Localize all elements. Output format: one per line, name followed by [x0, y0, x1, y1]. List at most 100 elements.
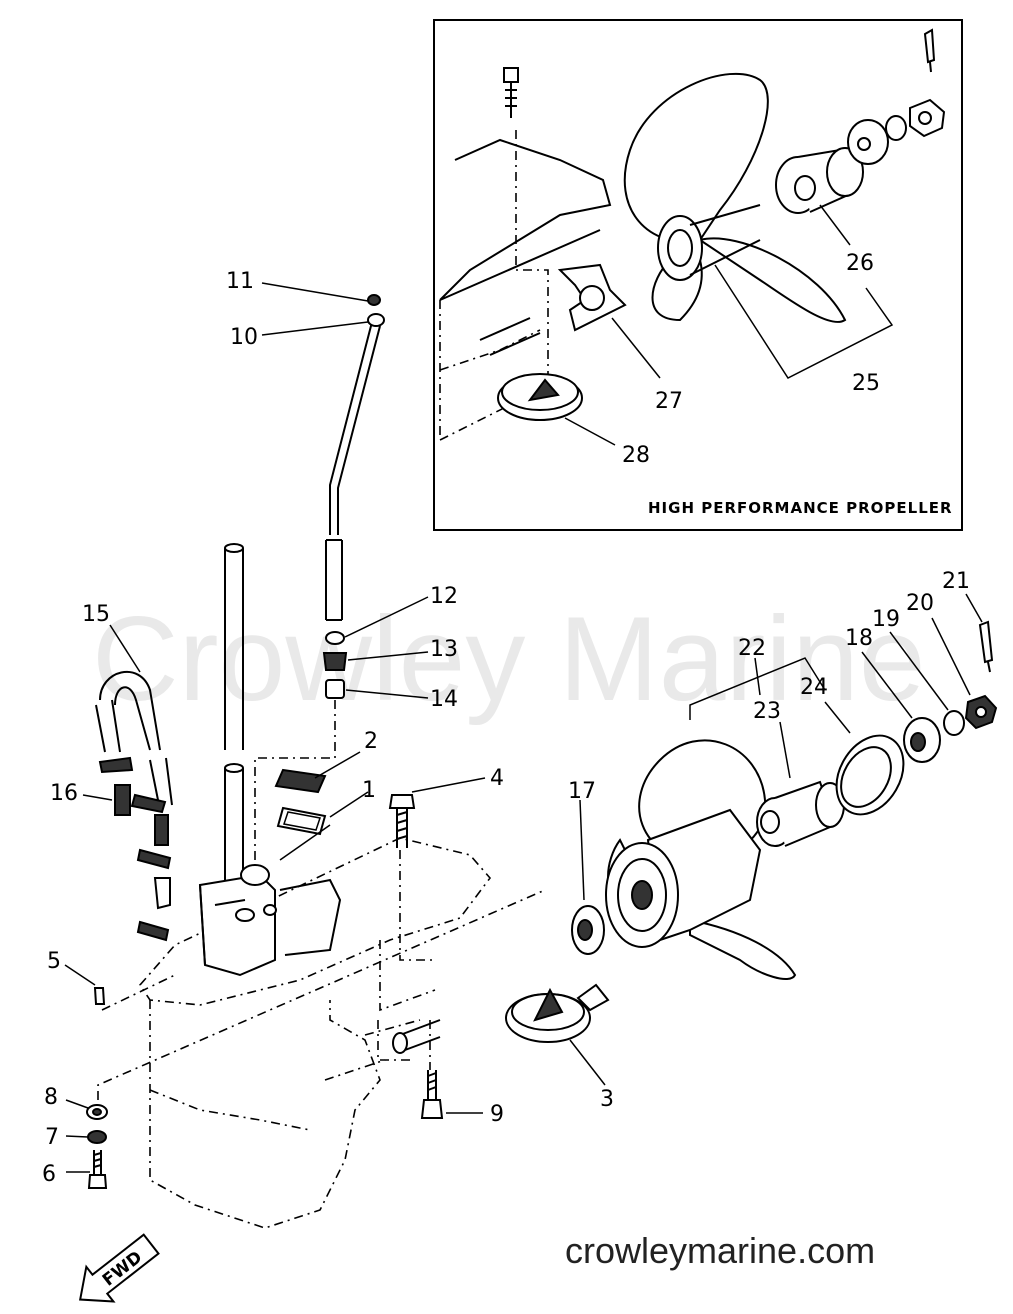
leader-12: [344, 596, 429, 638]
label-9: 9: [490, 1102, 504, 1127]
label-3: 3: [600, 1087, 614, 1112]
shift-rod: [325, 294, 385, 621]
leader-14: [345, 689, 429, 699]
part-1-cover: [276, 806, 327, 836]
inset-propeller: [623, 72, 847, 323]
label-19: 19: [872, 607, 900, 632]
label-18: 18: [845, 626, 873, 651]
part-13-grommet: [322, 652, 348, 671]
leader-1: [329, 791, 369, 818]
main-propeller: [605, 739, 797, 980]
label-13: 13: [430, 637, 458, 662]
label-11: 11: [226, 269, 254, 294]
leader-27: [611, 317, 661, 379]
leader-24: [824, 701, 851, 734]
leader-16: [82, 794, 113, 801]
inset-gearcase: [439, 138, 612, 301]
leader-26: [819, 204, 851, 246]
website-text: crowleymarine.com: [565, 1230, 875, 1271]
part-12-washer: [325, 631, 345, 645]
label-6: 6: [42, 1162, 56, 1187]
part-14-collar: [325, 679, 345, 699]
label-22: 22: [738, 636, 766, 661]
label-28: 28: [622, 443, 650, 468]
inset-shaft: [479, 317, 541, 356]
part-5-pin: [93, 987, 106, 1005]
leader-7: [65, 1135, 89, 1138]
inset-caption: HIGH PERFORMANCE PROPELLER: [648, 499, 953, 517]
inset-spacer: [775, 147, 864, 214]
inset-frame: [433, 19, 963, 531]
part-8-washer-hole: [92, 1108, 102, 1116]
water-pump-housing: [198, 864, 342, 977]
label-24: 24: [800, 675, 828, 700]
hose-clamps: [98, 756, 172, 942]
part-18-washer: [903, 717, 941, 763]
leader-21: [965, 593, 983, 623]
leader-23: [779, 721, 791, 779]
label-7: 7: [45, 1125, 59, 1150]
label-12: 12: [430, 584, 458, 609]
leader-15: [109, 624, 141, 673]
inset-washer-small: [885, 115, 907, 141]
part-17-thrust-washer: [571, 905, 605, 955]
part-4-bolt: [388, 794, 416, 848]
leader-5: [64, 964, 96, 986]
label-14: 14: [430, 687, 458, 712]
part-20-nut: [964, 694, 998, 730]
label-27: 27: [655, 389, 683, 414]
label-15: 15: [82, 602, 110, 627]
leader-10: [261, 321, 369, 336]
label-4: 4: [490, 766, 504, 791]
inset-washer-large: [847, 119, 889, 165]
leader-8: [65, 1099, 89, 1109]
leader-22: [754, 657, 761, 696]
shift-guide-line: [254, 700, 336, 865]
label-5: 5: [47, 949, 61, 974]
label-2: 2: [364, 729, 378, 754]
leader-3: [569, 1039, 606, 1086]
inset-trim-tab: [497, 373, 583, 421]
leader-20: [931, 617, 971, 696]
label-25: 25: [852, 371, 880, 396]
inset-bolt: [503, 67, 519, 118]
high-performance-propeller-inset: 25 26 27 28 HIGH PERFORMANCE PROPELLER: [433, 19, 963, 531]
fwd-arrow: FWD: [78, 1233, 160, 1303]
leader-2: [314, 751, 361, 779]
leader-17: [579, 799, 585, 901]
inset-gearcase-body: [439, 300, 541, 441]
part-3-trim-tab: [505, 983, 610, 1043]
leader-4: [411, 777, 486, 793]
label-17: 17: [568, 779, 596, 804]
part-19-washer: [943, 710, 965, 736]
part-2-seal: [274, 768, 327, 794]
label-26: 26: [846, 251, 874, 276]
leader-18: [861, 651, 913, 719]
part-6-bolt: [87, 1150, 108, 1189]
inset-nut: [909, 98, 946, 138]
leader-28: [564, 417, 616, 446]
inset-bolt-guide: [515, 130, 549, 380]
leader-1-pump: [279, 824, 331, 861]
inset-cotter-pin: [923, 28, 936, 73]
lower-gearcase: [138, 837, 492, 1229]
watermark-text: Crowley Marine: [92, 592, 926, 726]
part-9-bolt: [420, 1070, 444, 1119]
part-23-spacer: [756, 780, 845, 847]
label-23: 23: [753, 699, 781, 724]
inset-washer-hole: [857, 137, 871, 151]
label-1: 1: [362, 778, 376, 803]
leader-22-bracket: [689, 657, 826, 720]
label-10: 10: [230, 325, 258, 350]
label-21: 21: [942, 569, 970, 594]
leader-19: [889, 631, 949, 711]
drive-shaft: [224, 543, 244, 880]
leader-5-guide: [101, 974, 176, 1011]
leader-13: [347, 651, 429, 661]
part-7-washer: [87, 1130, 107, 1144]
label-16: 16: [50, 781, 78, 806]
label-20: 20: [906, 591, 934, 616]
part-21-cotter-pin: [978, 620, 994, 673]
leader-11: [261, 282, 369, 302]
